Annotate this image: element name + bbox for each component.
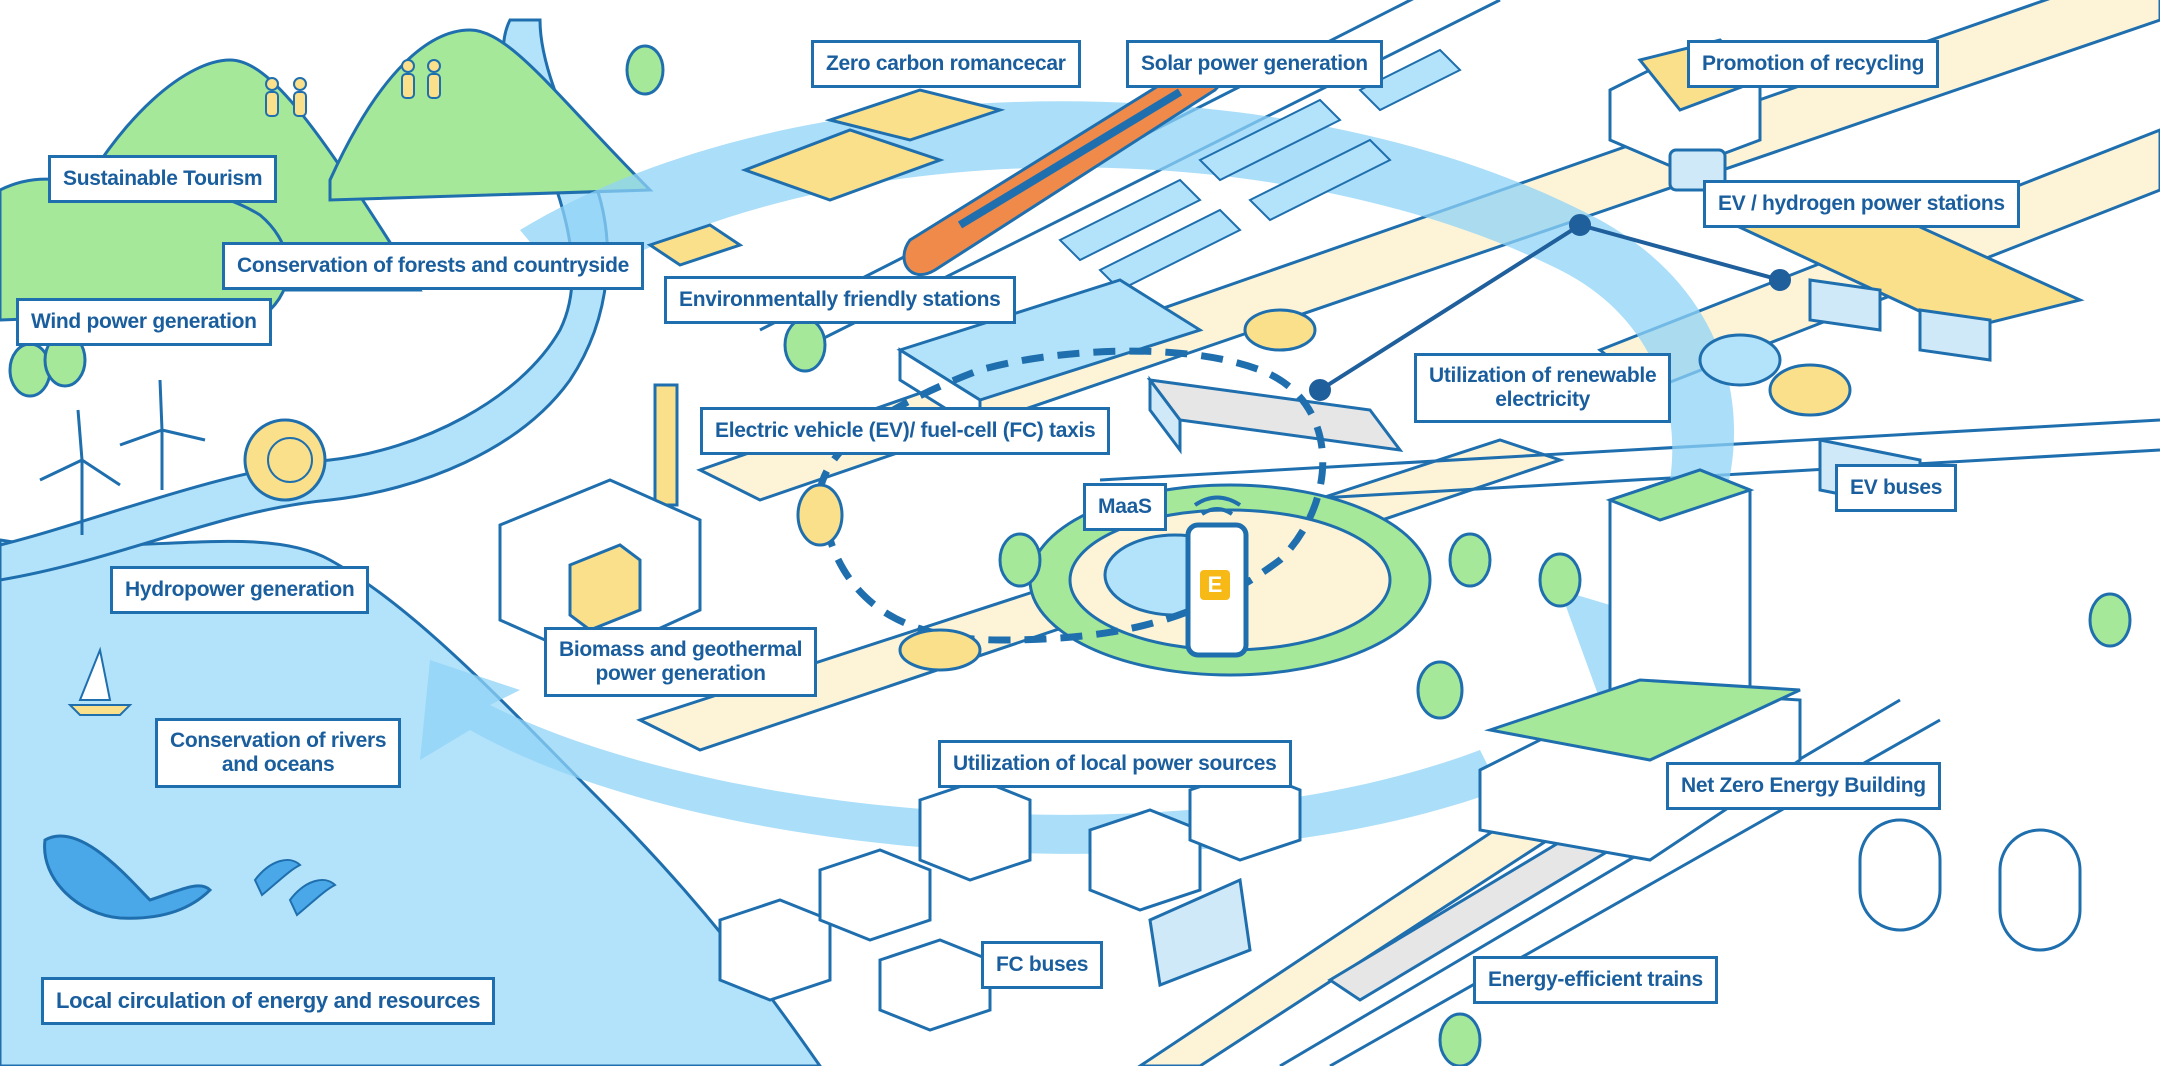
whale-icon bbox=[43, 834, 213, 920]
fc-bus-icon bbox=[1148, 877, 1252, 988]
hill-right bbox=[328, 28, 654, 202]
label-hydropower-generation: Hydropower generation bbox=[110, 566, 370, 614]
hydrogen-station bbox=[1730, 193, 2085, 362]
label-zero-carbon-romancecar: Zero carbon romancecar bbox=[811, 40, 1081, 88]
label-solar-power-generation: Solar power generation bbox=[1126, 40, 1383, 88]
label-promotion-of-recycling: Promotion of recycling bbox=[1687, 40, 1940, 88]
label-energy-efficient-trains: Energy-efficient trains bbox=[1473, 956, 1718, 1004]
label-sustainable-tourism: Sustainable Tourism bbox=[48, 155, 278, 203]
hikers-icon bbox=[265, 59, 441, 117]
label-ev-fc-taxis: Electric vehicle (EV)/ fuel-cell (FC) ta… bbox=[700, 407, 1111, 455]
sailboat-icon bbox=[67, 646, 133, 716]
label-biomass-geothermal: Biomass and geothermal power generation bbox=[544, 627, 818, 697]
label-conservation-rivers-oceans: Conservation of rivers and oceans bbox=[155, 718, 402, 788]
label-utilization-local-power: Utilization of local power sources bbox=[938, 740, 1292, 788]
farm-field bbox=[646, 88, 1006, 267]
commuter-train-icon bbox=[1146, 375, 1404, 455]
net-zero-energy-building bbox=[1478, 678, 1802, 862]
house-cluster bbox=[718, 768, 1302, 1032]
power-line bbox=[1309, 214, 1791, 401]
label-wind-power-generation: Wind power generation bbox=[16, 298, 272, 346]
label-local-circulation: Local circulation of energy and resource… bbox=[41, 977, 496, 1025]
ev-car-icon bbox=[1243, 308, 1852, 417]
label-environmentally-friendly-stations: Environmentally friendly stations bbox=[664, 276, 1016, 324]
dolphin-icon bbox=[253, 859, 337, 917]
fc-taxi-icon bbox=[898, 628, 982, 672]
water-wheel-icon bbox=[243, 418, 327, 502]
label-fc-buses: FC buses bbox=[981, 941, 1104, 989]
river bbox=[0, 18, 609, 582]
label-ev-buses: EV buses bbox=[1835, 464, 1958, 512]
smartphone-icon bbox=[1185, 495, 1249, 658]
biomass-plant bbox=[498, 383, 702, 662]
label-maas: MaaS bbox=[1083, 483, 1167, 531]
label-utilization-renewable-electricity: Utilization of renewable electricity bbox=[1414, 353, 1672, 423]
wind-turbine-icon bbox=[39, 379, 206, 535]
circulation-arrow-lower bbox=[420, 660, 1500, 854]
cylinder-building bbox=[1858, 818, 2082, 952]
app-icon-letter: E bbox=[1207, 572, 1223, 597]
label-conservation-forests: Conservation of forests and countryside bbox=[222, 242, 645, 290]
ev-taxi-icon bbox=[796, 483, 844, 547]
maas-route bbox=[816, 347, 1327, 644]
tree-icon bbox=[8, 44, 2132, 1066]
solar-panel-field bbox=[1058, 48, 1462, 292]
label-net-zero-energy-building: Net Zero Energy Building bbox=[1666, 762, 1941, 810]
label-ev-hydrogen-power-stations: EV / hydrogen power stations bbox=[1703, 180, 2020, 228]
